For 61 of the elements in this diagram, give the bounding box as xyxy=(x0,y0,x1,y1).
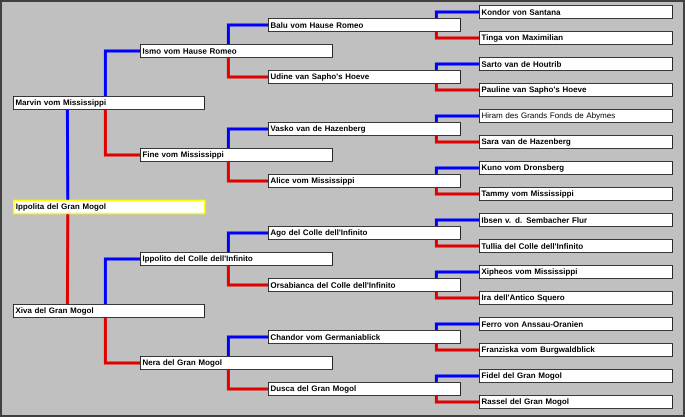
name-box: Hiram des Grands Fonds de Abymes xyxy=(479,109,673,123)
pedigree-line xyxy=(226,370,268,390)
pedigree-line xyxy=(434,166,479,174)
pedigree-line xyxy=(434,218,479,226)
name-box: Vasko van de Hazenberg xyxy=(268,122,461,136)
name-box: Fine vom Mississippi xyxy=(140,148,333,162)
pedigree-line xyxy=(104,318,140,364)
name-box: Xipheos vom Mississippi xyxy=(479,265,673,279)
name-box: Ira dell'Antico Squero xyxy=(479,291,673,305)
pedigree-line xyxy=(434,114,479,122)
name-box: Pauline van Sapho's Hoeve xyxy=(479,83,673,97)
pedigree-line xyxy=(226,128,268,148)
name-box: Sara van de Hazenberg xyxy=(479,135,673,149)
name-box: Dusca del Gran Mogol xyxy=(268,382,461,396)
name-box: Alice vom Mississippi xyxy=(268,174,461,188)
pedigree-line xyxy=(434,396,479,404)
pedigree-line xyxy=(66,214,70,304)
pedigree-line xyxy=(434,10,479,18)
highlighted-name-box: Ippolita del Gran Mogol xyxy=(13,200,206,214)
name-box: Franziska vom Burgwaldblick xyxy=(479,343,673,357)
pedigree-line xyxy=(226,24,268,44)
pedigree-line xyxy=(434,136,479,144)
name-box: Balu vom Hause Romeo xyxy=(268,18,461,32)
name-box: Sarto van de Houtrib xyxy=(479,57,673,71)
pedigree-line xyxy=(434,32,479,40)
pedigree-line xyxy=(434,84,479,92)
pedigree-line xyxy=(434,240,479,248)
name-box: Ferro von Anssau-Oranien xyxy=(479,317,673,331)
name-box: Kuno vom Dronsberg xyxy=(479,161,673,175)
pedigree-line xyxy=(434,374,479,382)
name-box: Fidel del Gran Mogol xyxy=(479,369,673,383)
name-box: Ismo vom Hause Romeo xyxy=(140,44,333,58)
name-box: Tullia del Colle dell'Infinito xyxy=(479,239,673,253)
name-box: Kondor von Santana xyxy=(479,5,673,19)
name-box: Rassel del Gran Mogol xyxy=(479,395,673,409)
name-box: Tammy vom Mississippi xyxy=(479,187,673,201)
pedigree-line xyxy=(104,257,140,304)
pedigree-line xyxy=(434,322,479,330)
name-box: Xiva del Gran Mogol xyxy=(13,304,205,318)
name-box: Marvin vom Mississippi xyxy=(13,96,205,110)
pedigree-line xyxy=(226,266,268,286)
name-box: Nera del Gran Mogol xyxy=(140,356,333,370)
name-box: Ago del Colle dell'Infinito xyxy=(268,226,461,240)
pedigree-line xyxy=(104,110,140,156)
name-box: Udine van Sapho's Hoeve xyxy=(268,70,461,84)
name-box: Ibsen v. d. Sembacher Flur xyxy=(479,213,673,227)
pedigree-line xyxy=(226,162,268,182)
pedigree-line xyxy=(434,270,479,278)
pedigree-line xyxy=(104,50,140,96)
pedigree-line xyxy=(434,188,479,196)
pedigree-line xyxy=(434,62,479,70)
name-box: Tinga von Maximilian xyxy=(479,31,673,45)
pedigree-line xyxy=(226,58,268,78)
pedigree-line xyxy=(434,292,479,300)
name-box: Ippolito del Colle dell'Infinito xyxy=(140,252,333,266)
name-box: Chandor vom Germaniablick xyxy=(268,330,461,344)
pedigree-line xyxy=(226,232,268,252)
pedigree-line xyxy=(66,110,70,200)
pedigree-line xyxy=(226,335,268,356)
pedigree-line xyxy=(434,344,479,352)
name-box: Orsabianca del Colle dell'Infinito xyxy=(268,278,461,292)
